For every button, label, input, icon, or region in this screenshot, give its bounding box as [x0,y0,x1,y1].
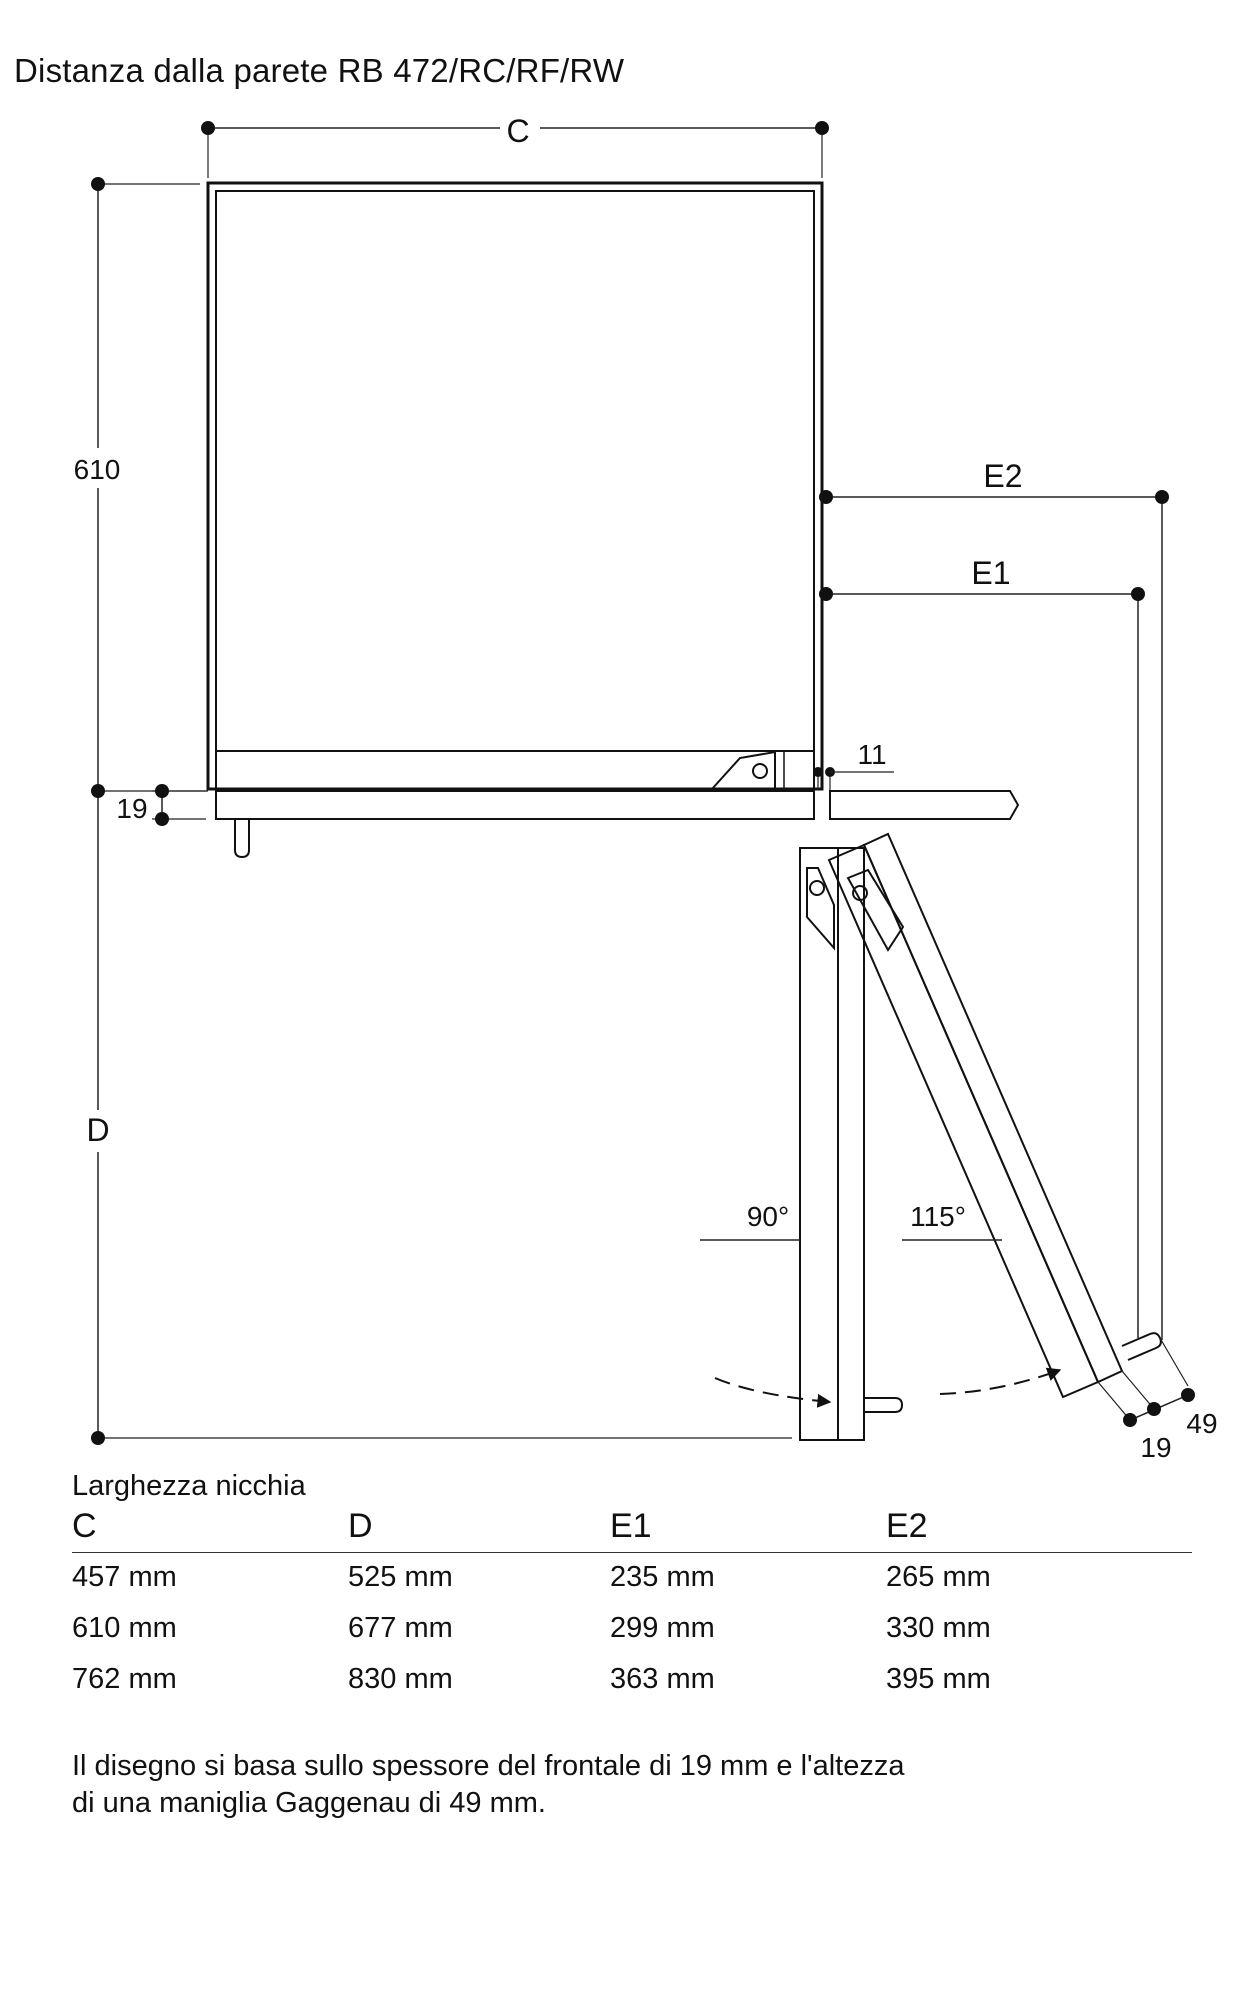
door-open-90: 90° [700,847,904,1441]
door-open-115: 115° [827,832,1162,1399]
header-d: D [348,1507,610,1553]
table-cell: 457 mm [72,1561,177,1593]
table-row: 457 mm 525 mm 235 mm 265 mm [72,1553,1192,1605]
footnote: Il disegno si basa sullo spessore del fr… [72,1748,1192,1822]
table-cell: 363 mm [610,1663,715,1695]
table-cell: 330 mm [886,1612,991,1644]
dimension-c: C [201,113,829,178]
dimension-table: C D E1 E2 457 mm 525 mm 235 mm 265 mm 61… [72,1507,1192,1706]
table-cell: 610 mm [72,1612,177,1644]
table-cell: 525 mm [348,1561,453,1593]
table-row: 610 mm 677 mm 299 mm 330 mm [72,1604,1192,1655]
swing-arcs [714,1367,1062,1408]
label-depth: 610 [74,454,121,485]
table-caption: Larghezza nicchia [72,1470,306,1502]
label-angle-90: 90° [747,1201,789,1232]
table-header-row: C D E1 E2 [72,1507,1192,1553]
table-cell: 762 mm [72,1663,177,1695]
table-cell: 299 mm [610,1612,715,1644]
appliance-body [206,181,824,791]
label-handle: 49 [1186,1408,1217,1439]
footnote-line-2: di una maniglia Gaggenau di 49 mm. [72,1787,546,1819]
dimension-e1: E1 [819,555,1145,1338]
label-d: D [86,1112,109,1148]
dimension-gap: 11 [813,739,894,790]
label-e2: E2 [983,458,1022,494]
table-cell: 235 mm [610,1561,715,1593]
dimension-depth: 610 D [60,177,792,1445]
wall-distance-diagram: C 610 D 19 [60,113,1218,1463]
table-row: 762 mm 830 mm 363 mm 395 mm [72,1655,1192,1706]
header-e2: E2 [886,1507,1192,1553]
table-cell: 395 mm [886,1663,991,1695]
footnote-line-1: Il disegno si basa sullo spessore del fr… [72,1750,905,1782]
worktop [829,790,1020,820]
label-e1: E1 [971,555,1010,591]
table-cell: 830 mm [348,1663,453,1695]
page-title: Distanza dalla parete RB 472/RC/RF/RW [14,52,625,89]
dimension-panel-handle: 19 49 [1097,1337,1218,1463]
label-gap: 11 [857,739,886,770]
table-cell: 265 mm [886,1561,991,1593]
header-c: C [72,1507,348,1553]
label-c: C [506,113,529,149]
front-panel [215,790,815,859]
dimension-table-block: Larghezza nicchia C D E1 E2 457 mm 525 m… [72,1470,1192,1706]
dimension-panel-left: 19 [116,784,206,826]
label-angle-115: 115° [910,1201,966,1232]
label-panel-right: 19 [1140,1432,1171,1463]
header-e1: E1 [610,1507,886,1553]
table-cell: 677 mm [348,1612,453,1644]
dimension-e2: E2 [819,458,1169,1340]
label-panel-left: 19 [116,793,147,824]
